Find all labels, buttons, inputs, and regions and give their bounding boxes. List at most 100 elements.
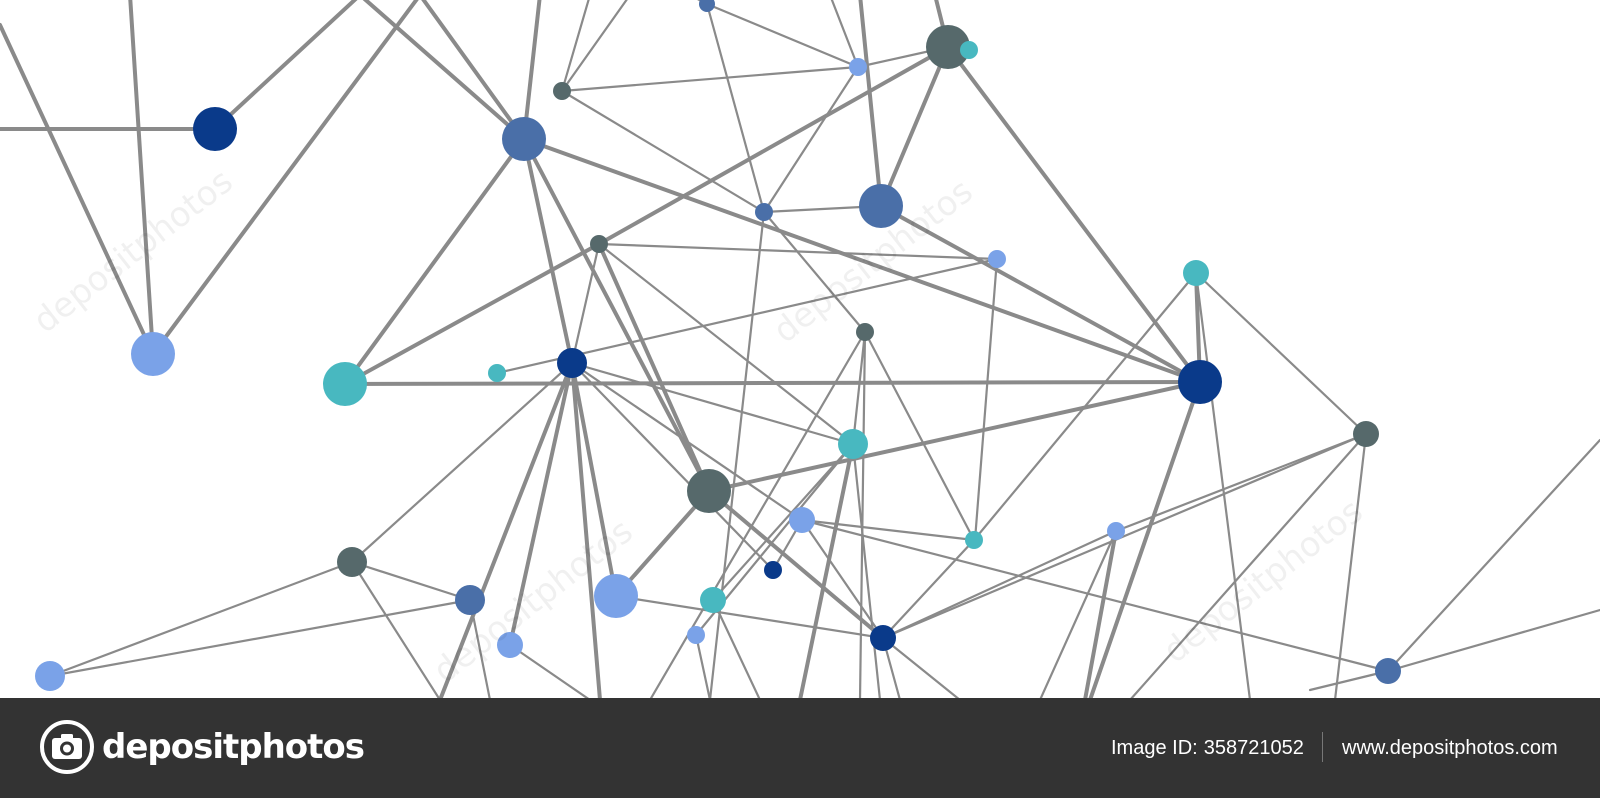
network-edge [362,0,526,141]
network-edge [1114,432,1368,533]
network-edge [1088,380,1202,698]
network-edge [560,65,860,93]
brand[interactable]: depositphotos [40,716,365,778]
network-edge [858,330,867,698]
network-edge [830,0,860,69]
network-edge [213,0,358,131]
network-node [594,574,638,618]
network-edge [881,538,976,640]
camera-icon [40,720,94,774]
network-edge [881,432,1368,640]
network-edge [350,560,441,698]
network-node [323,362,367,406]
network-edge [614,489,711,598]
network-edge [1194,271,1251,698]
network-node [965,531,983,549]
nodes-group [35,0,1401,691]
image-id-value: 358721052 [1203,736,1304,759]
network-node [131,332,175,376]
network-edge [1130,432,1368,698]
network-edge [694,633,711,698]
network-edge [711,442,855,602]
network-edge [614,594,885,640]
network-edge [707,489,885,640]
network-node [856,323,874,341]
network-node [699,0,715,12]
network-edge [438,361,574,698]
network-node [988,250,1006,268]
network-edge [570,361,602,698]
network-edge [1386,608,1600,673]
network-edge [881,529,1118,640]
network-edge [0,23,155,356]
network-node [1183,260,1209,286]
network-edge [48,560,354,678]
network-node [859,184,903,228]
site-url-link[interactable]: www.depositphotos.com [1342,736,1558,759]
network-node [557,348,587,378]
network-node [789,507,815,533]
network-node [1178,360,1222,404]
network-edge [798,442,855,698]
network-node [687,626,705,644]
network-edge [560,0,590,93]
network-node [1375,658,1401,684]
network-edge [705,2,766,214]
network-edge [522,137,574,365]
network-edge [522,0,542,141]
network-edge [421,0,526,141]
network-node [455,585,485,615]
network-edge [800,518,976,542]
network-edge [705,2,860,69]
network-edge [570,361,855,446]
network-node [870,625,896,651]
network-edge [570,361,775,572]
edges-group [0,0,1600,698]
network-edge [343,137,526,386]
network-edge [570,242,601,365]
network-edge [762,210,867,334]
network-node [590,235,608,253]
network-edge [560,89,766,214]
network-edge [350,560,472,602]
network-edge [597,242,711,493]
network-edge [649,330,867,698]
image-id-label: Image ID: [1111,736,1198,759]
network-edge [343,380,1202,386]
network-node [502,117,546,161]
network-edge [508,361,574,647]
watermark-text: depositphotos [1156,491,1371,671]
network-edge [570,361,804,522]
network-node [553,82,571,100]
network-edge [1194,271,1368,436]
network-edge [468,598,491,698]
network-edge [48,598,472,678]
network-edge [709,210,766,698]
network-node [193,107,237,151]
network-node [488,364,506,382]
network-edge [128,0,155,356]
network-edge [851,330,867,446]
network-edge [343,242,601,386]
network-edge [762,65,860,214]
network-node [838,429,868,459]
brand-name: depositphotos [102,727,365,767]
network-edge [1386,438,1600,673]
network-edge [1083,529,1118,698]
network-node [764,561,782,579]
footer-divider [1322,732,1323,762]
network-edge [707,380,1202,493]
network-edge [350,361,574,564]
image-id: Image ID: 358721052 [1111,734,1304,762]
network-edge [800,518,885,640]
network-edge [522,137,1202,384]
network-edge [597,242,999,261]
network-node [687,469,731,513]
network-edge [858,0,883,208]
network-edge [800,518,1390,673]
network-edge [597,242,855,446]
network-node [926,25,970,69]
network-edge [946,45,1202,384]
